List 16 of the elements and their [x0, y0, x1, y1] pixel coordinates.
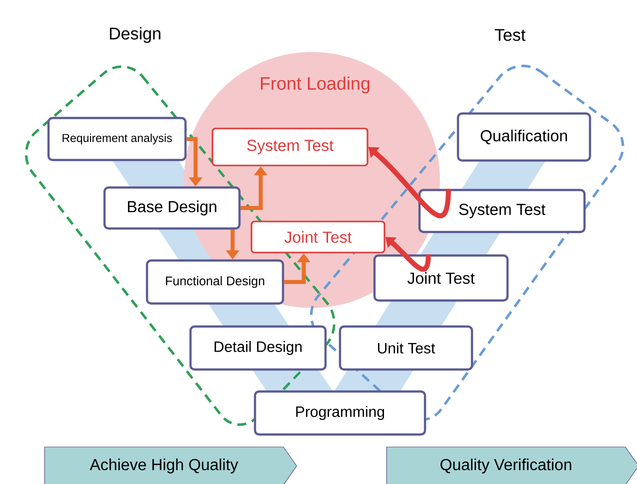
process-box: Joint Test: [373, 254, 509, 302]
process-box: Unit Test: [338, 325, 474, 371]
process-box: System Test: [418, 188, 586, 234]
heading: Design: [110, 27, 160, 43]
highlight-box: System Test: [212, 128, 368, 166]
process-box: Programming: [254, 390, 426, 436]
heading: Test: [494, 29, 526, 41]
heading: Front Loading: [260, 76, 370, 94]
chevron-banner: Achieve High Quality: [44, 446, 298, 484]
highlight-box: Joint Test: [250, 220, 386, 254]
chevron-banner: Quality Verification: [386, 446, 637, 484]
process-box: Detail Design: [189, 325, 327, 371]
process-box: Base Design: [103, 186, 241, 230]
process-box: Functional Design: [146, 259, 284, 305]
process-box: Requirement analysis: [47, 116, 187, 162]
process-box: Qualification: [456, 112, 592, 162]
